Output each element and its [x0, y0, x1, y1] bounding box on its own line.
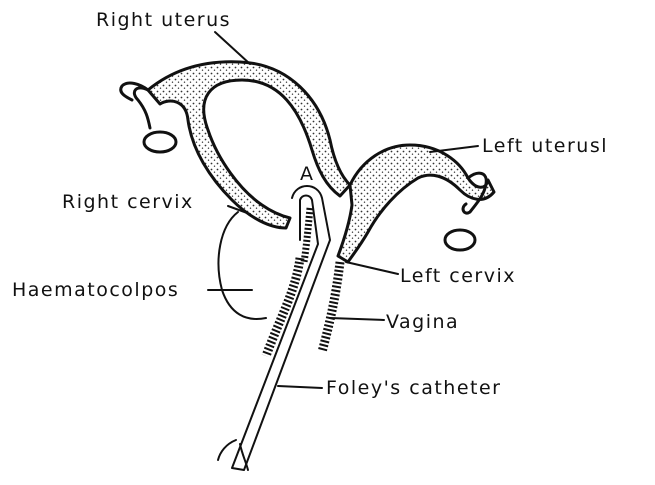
haematocolpos-shape	[219, 212, 266, 319]
leader-left-cervix	[346, 262, 398, 274]
left-ovary	[445, 230, 475, 250]
label-left-cervix: Left cervix	[400, 265, 516, 287]
right-ovary	[144, 132, 176, 152]
right-tube	[121, 83, 150, 128]
label-left-uterus: Left uterusl	[482, 135, 608, 157]
label-right-uterus: Right uterus	[96, 9, 231, 31]
left-uterus-shape	[338, 145, 494, 262]
leader-right-uterus	[215, 32, 250, 64]
label-right-cervix: Right cervix	[62, 191, 194, 213]
label-vagina: Vagina	[386, 311, 459, 333]
label-foley: Foley's catheter	[326, 377, 501, 399]
vagina-right-wall	[322, 262, 340, 352]
inner-tube	[304, 208, 310, 262]
label-haematocolpos: Haematocolpos	[12, 279, 179, 301]
vagina-left-wall	[266, 258, 300, 356]
label-point-a: A	[300, 163, 315, 185]
leader-vagina	[330, 318, 384, 320]
leader-foley	[278, 386, 322, 388]
